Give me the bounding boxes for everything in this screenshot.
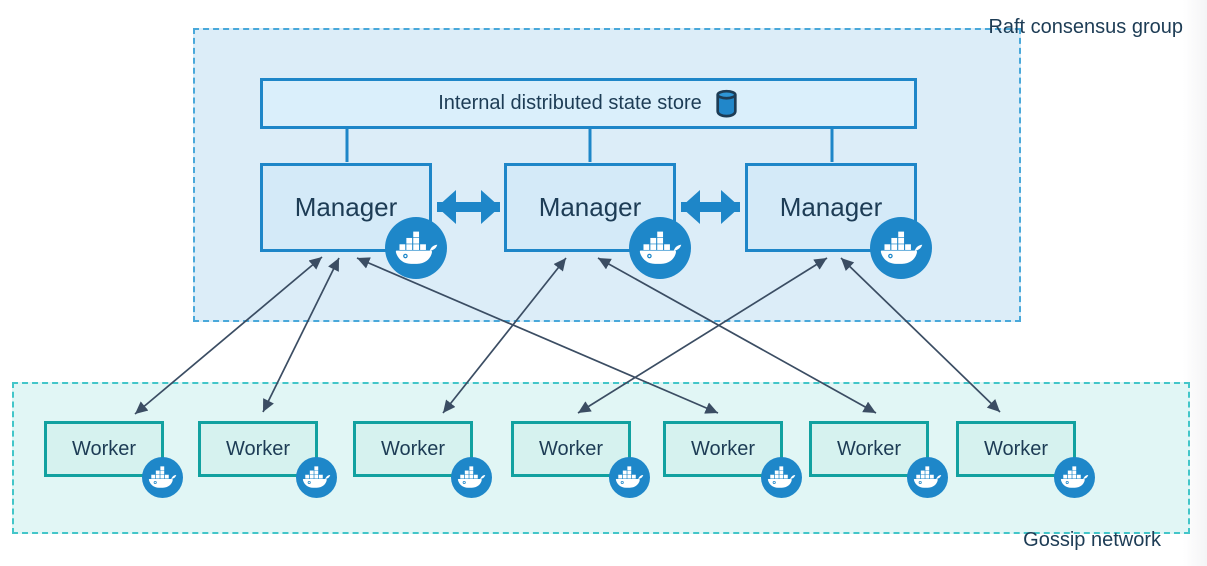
database-cylinder-icon — [714, 89, 739, 118]
docker-whale-icon — [870, 217, 932, 279]
worker-node-5: Worker — [663, 421, 802, 498]
manager-node-3: Manager — [745, 163, 932, 279]
worker-node-1: Worker — [44, 421, 183, 498]
manager-1-label: Manager — [294, 192, 398, 222]
worker-4-label: Worker — [538, 437, 604, 460]
worker-7-label: Worker — [983, 437, 1049, 460]
worker-3-label: Worker — [380, 437, 446, 460]
docker-whale-icon — [142, 457, 183, 498]
docker-whale-icon — [385, 217, 447, 279]
worker-node-3: Worker — [353, 421, 492, 498]
worker-node-6: Worker — [809, 421, 948, 498]
worker-node-4: Worker — [511, 421, 650, 498]
raft-group-label: Raft consensus group — [988, 16, 1183, 38]
state-store-box: Internal distributed state store — [260, 78, 917, 129]
docker-whale-icon — [451, 457, 492, 498]
docker-whale-icon — [1054, 457, 1095, 498]
manager-node-2: Manager — [504, 163, 691, 279]
docker-whale-icon — [629, 217, 691, 279]
worker-2-label: Worker — [225, 437, 291, 460]
manager-node-1: Manager — [260, 163, 447, 279]
docker-whale-icon — [609, 457, 650, 498]
manager-3-label: Manager — [779, 192, 883, 222]
docker-whale-icon — [761, 457, 802, 498]
worker-5-label: Worker — [690, 437, 756, 460]
worker-6-label: Worker — [836, 437, 902, 460]
gossip-network-label: Gossip network — [1023, 529, 1161, 551]
worker-1-label: Worker — [71, 437, 137, 460]
worker-node-2: Worker — [198, 421, 337, 498]
docker-whale-icon — [296, 457, 337, 498]
worker-node-7: Worker — [956, 421, 1095, 498]
docker-whale-icon — [907, 457, 948, 498]
manager-2-label: Manager — [538, 192, 642, 222]
state-store-label: Internal distributed state store — [438, 92, 702, 114]
